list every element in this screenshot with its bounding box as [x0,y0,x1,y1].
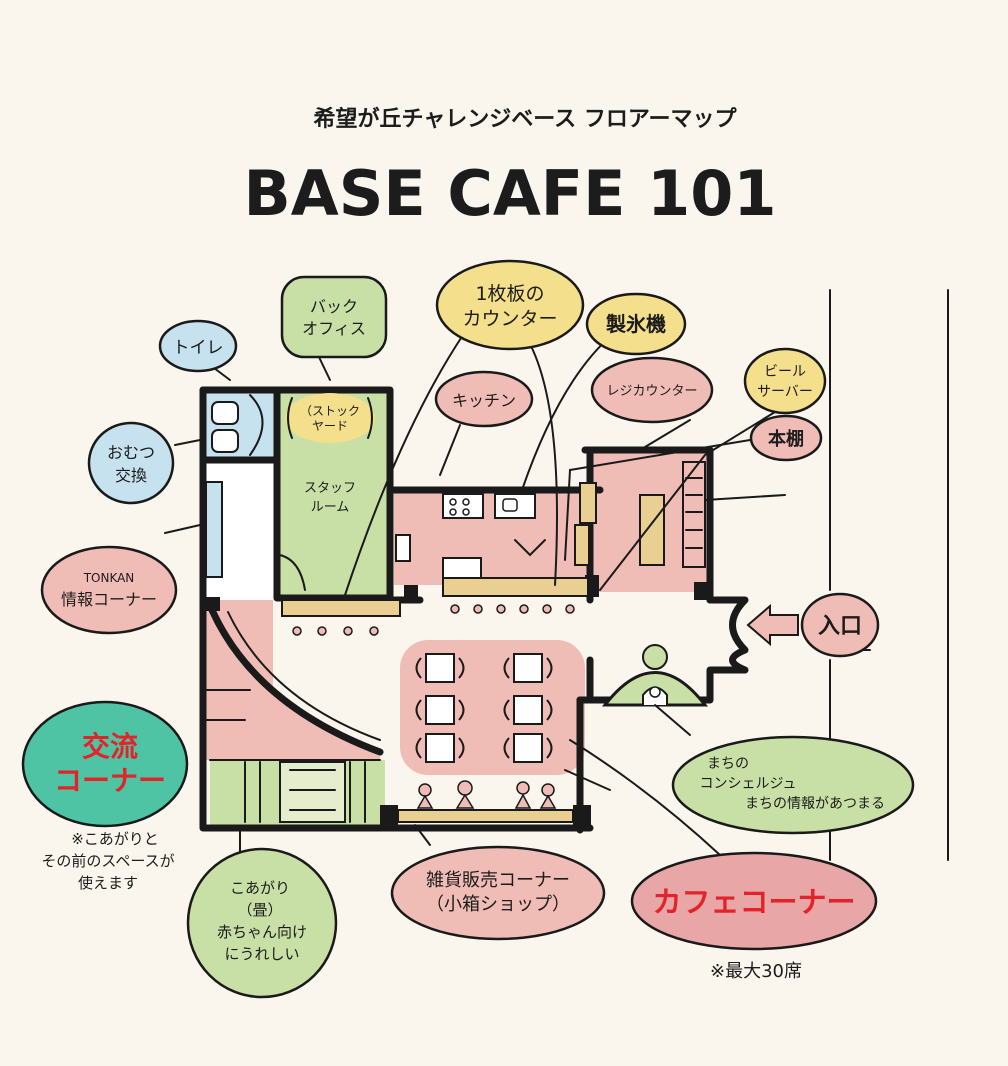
back-office-bubble [280,275,388,359]
map-subtitle: 希望が丘チャレンジベース フロアーマップ [313,106,737,132]
counter-label: 1枚板の [475,283,544,305]
cafe-table [503,653,553,683]
exchange-note: ※こあがりと [71,830,159,848]
cafe-corner-label: カフェコーナー [652,885,855,919]
svg-text:使えます: 使えます [78,874,138,892]
ice-machine-icon [579,482,597,524]
concierge-label: まちの [707,756,749,772]
goods-bubble [390,845,606,941]
beer-server-bubble [743,347,827,415]
exchange-label: 交流 [82,730,138,763]
svg-text:（畳）: （畳） [237,901,282,919]
figurines-icon [416,780,557,809]
concierge-bubble [671,735,915,835]
bookshelf-bubble [749,414,823,462]
staff-counter [281,599,401,617]
svg-text:交換: 交換 [115,466,147,485]
exchange-bubble [21,700,189,828]
cafe-table [415,653,465,683]
cafe-table [503,695,553,725]
svg-text:サーバー: サーバー [757,384,813,400]
entrance-label: 入口 [818,614,862,639]
beer-server-table [639,494,665,566]
register-label: レジカウンター [606,384,697,399]
goods-shelf [397,809,574,823]
svg-text:カウンター: カウンター [462,308,557,330]
cafe-table [503,733,553,763]
svg-text:コーナー: コーナー [54,764,166,797]
cafe-corner-bubble [630,851,878,951]
sink-icon [494,493,536,519]
toilet-icon [211,401,239,453]
wood-counter [442,577,589,597]
diaper-label: おむつ [107,443,155,462]
toilet-label: トイレ [173,338,224,358]
ice-machine-label: 製氷機 [606,312,666,336]
svg-text:赤ちゃん向け: 赤ちゃん向け [217,923,307,941]
goods-label: 雑貨販売コーナー [426,870,570,891]
svg-text:ヤード: ヤード [312,419,348,433]
svg-text:コンシェルジュ: コンシェルジュ [699,776,796,792]
diaper-bubble [87,421,175,505]
ice-machine-bubble [585,292,687,356]
kitchen-label: キッチン [452,391,516,410]
staff-room-label: スタッフ [304,481,356,496]
stove-icon [442,493,484,519]
bookshelf-label: 本棚 [768,428,804,450]
koagari-label: こあがり [230,879,290,897]
svg-text:情報コーナー: 情報コーナー [61,590,157,609]
svg-text:まちの情報があつまる: まちの情報があつまる [745,796,885,812]
map-title: BASE CAFE 101 [243,157,776,230]
stock-yard-label: （ストック [300,404,360,418]
beer-server-label: ビール [764,364,806,380]
bookshelf-icon [682,461,706,568]
toilet-bubble [158,319,238,373]
entrance-bubble [800,592,880,658]
tonkan-label: TONKAN [83,571,135,585]
svg-text:ルーム: ルーム [311,500,350,515]
entrance-arrow-icon [746,603,799,647]
back-office-label: バック [310,297,358,316]
outer-wall-north [199,386,424,604]
svg-text:オフィス: オフィス [302,319,366,338]
register-bubble [590,356,714,424]
koagari-bubble [186,847,338,999]
cafe-tables [415,653,553,763]
concierge-desk [601,644,709,707]
register-counter [574,524,590,566]
svg-text:（小箱ショップ）: （小箱ショップ） [426,894,570,915]
svg-text:にうれしい: にうれしい [224,945,299,963]
outer-wall-west [199,386,594,832]
cafe-table [415,733,465,763]
svg-text:その前のスペースが: その前のスペースが [41,852,174,870]
kitchen-bubble [434,370,534,428]
cafe-table [415,695,465,725]
tonkan-bubble [40,545,178,635]
counter-bubble [435,259,585,351]
cafe-note: ※最大30席 [710,961,802,982]
